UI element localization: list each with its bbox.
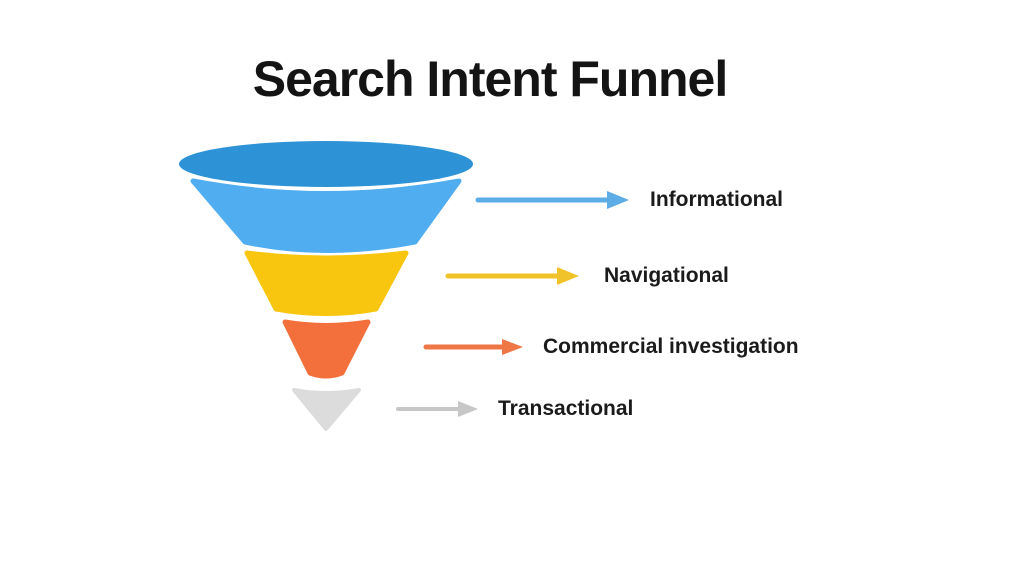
legend-label-transactional: Transactional [498, 397, 634, 420]
transactional-arrow-icon [396, 401, 478, 417]
commercial-investigation-arrow-icon [423, 339, 523, 355]
funnel-stage-transactional [292, 388, 361, 431]
funnel-mouth-ellipse [179, 141, 473, 187]
funnel-stage-informational [190, 178, 462, 253]
funnel-stage-commercial [282, 319, 371, 379]
legend-label-commercial-investigation: Commercial investigation [543, 335, 799, 358]
funnel-stage-navigational [244, 250, 409, 316]
legend-label-navigational: Navigational [604, 264, 729, 287]
page-title: Search Intent Funnel [252, 51, 729, 107]
legend-label-informational: Informational [650, 188, 784, 211]
informational-arrow-icon [475, 191, 629, 209]
navigational-arrow-icon [445, 267, 579, 285]
